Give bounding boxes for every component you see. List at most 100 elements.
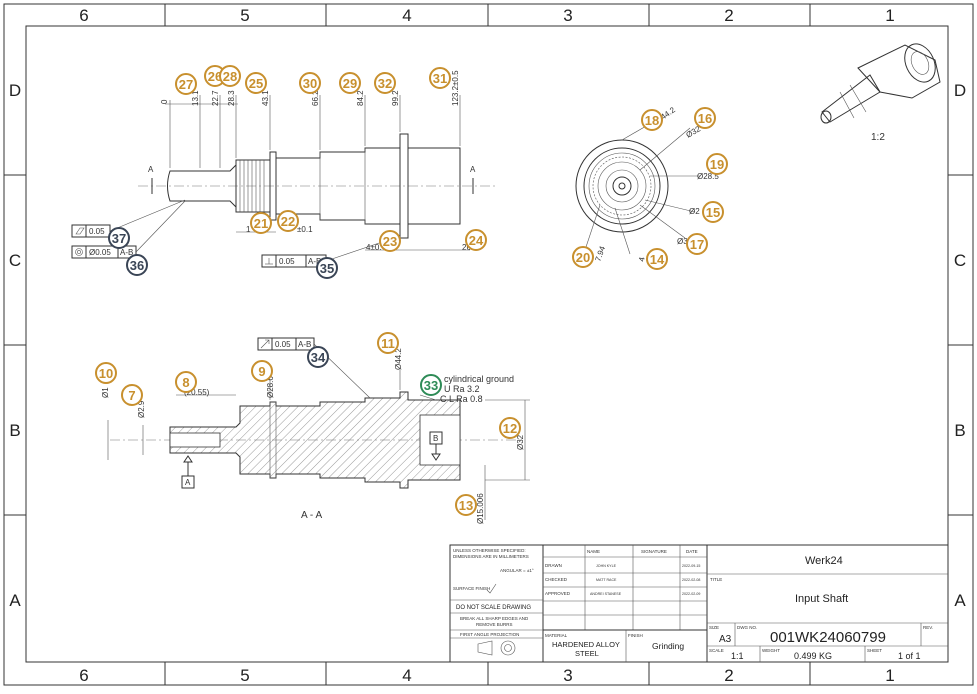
hdr-date: DATE <box>686 549 698 554</box>
balloon-number: 33 <box>424 378 438 393</box>
dim-text: Ø28.6 <box>266 376 275 398</box>
iso-view: 1:2 <box>820 43 941 143</box>
scale-value: 1:1 <box>731 651 744 661</box>
grid-col-label: 2 <box>724 666 733 685</box>
grid-col-label: 2 <box>724 6 733 25</box>
projection-symbol <box>477 640 493 656</box>
dim-text: Ø44.2 <box>394 348 403 370</box>
balloon-number: 34 <box>311 350 326 365</box>
balloon-number: 23 <box>383 234 397 249</box>
balloon-circle <box>251 360 273 382</box>
balloon-number: 24 <box>469 233 484 248</box>
grid-row-labels-left: D C B A <box>9 81 21 610</box>
dim-text: Ø1 <box>101 387 110 398</box>
dim-zero: 0 <box>160 99 169 104</box>
fcf-flat-value: 0.05 <box>89 227 105 236</box>
balloon-circle <box>299 72 321 94</box>
balloon-circle <box>126 254 148 276</box>
balloon-number: 32 <box>378 76 392 91</box>
fcf-runout-value: 0.05 <box>275 340 291 349</box>
balloon-number: 20 <box>576 250 590 265</box>
fcf-flatness: 0.05 <box>71 224 111 238</box>
balloon-circle <box>250 212 272 234</box>
dwg-label: DWG NO. <box>737 625 757 630</box>
grid-row-label: C <box>954 251 966 270</box>
weight-label: WEIGHT <box>762 648 780 653</box>
balloon-31: 31 <box>429 67 451 89</box>
weight-value: 0.499 KG <box>794 651 832 661</box>
balloon-36: 36 <box>126 254 148 276</box>
note-dims: DIMENSIONS ARE IN MILLIMETERS <box>453 554 529 559</box>
scale-label: SCALE <box>709 648 724 653</box>
company-name: Werk24 <box>805 555 843 567</box>
fcf-runout: 0.05 A-B <box>257 337 315 351</box>
iso-scale: 1:2 <box>871 132 885 143</box>
material-label: MATERIAL <box>545 633 568 638</box>
balloon-number: 25 <box>249 76 263 91</box>
finish-value: Grinding <box>652 641 684 651</box>
grid-row-label: B <box>954 421 965 440</box>
balloon-10: 10 <box>95 362 117 384</box>
balloon-17: 17 <box>686 233 708 255</box>
balloon-circle <box>686 233 708 255</box>
row-name: ANDREI STANESE <box>590 592 622 596</box>
balloon-number: 12 <box>503 421 517 436</box>
balloon-number: 35 <box>320 261 334 276</box>
balloon-circle <box>121 384 143 406</box>
row-date: 2022-09-15 <box>682 564 700 568</box>
balloon-circle <box>377 332 399 354</box>
dim-text: Ø3 <box>677 237 688 246</box>
balloon-circle <box>316 257 338 279</box>
balloon-circle <box>175 73 197 95</box>
balloon-circle <box>694 107 716 129</box>
grid-col-label: 3 <box>563 6 572 25</box>
row-role: APPROVED <box>545 591 571 596</box>
balloon-13: 13 <box>455 494 477 516</box>
surface-note-line3: C L Ra 0.8 <box>440 394 483 404</box>
finish-label: FINISH <box>628 633 643 638</box>
balloon-number: 36 <box>130 258 144 273</box>
balloon-number: 29 <box>343 76 357 91</box>
drawing-title: Input Shaft <box>795 593 848 605</box>
grid-col-labels-bottom: 6 5 4 3 2 1 <box>79 666 894 685</box>
note-break2: REMOVE BURRS <box>476 622 513 627</box>
grid-col-label: 1 <box>885 6 894 25</box>
note-break1: BREAK ALL SHARP EDGES AND <box>460 616 529 621</box>
size-label: SIZE <box>709 625 719 630</box>
balloon-number: 17 <box>690 237 704 252</box>
grid-row-label: A <box>9 591 21 610</box>
end-bore <box>419 414 461 466</box>
grid-row-label: A <box>954 591 966 610</box>
note-projection: FIRST ANGLE PROJECTION <box>460 632 519 637</box>
balloon-circle <box>706 153 728 175</box>
grid-row-label: D <box>954 81 966 100</box>
sheet-value: 1 of 1 <box>898 651 921 661</box>
dim-text: 28.3 <box>227 90 236 106</box>
balloon-circle <box>646 248 668 270</box>
section-label-a: A <box>470 165 476 174</box>
balloon-number: 7 <box>128 388 135 403</box>
balloon-number: 16 <box>698 111 712 126</box>
grid-col-labels-top: 6 5 4 3 2 1 <box>79 6 894 25</box>
balloon-9: 9 <box>251 360 273 382</box>
balloon-22: 22 <box>277 210 299 232</box>
shaft-end <box>407 147 461 225</box>
row-name: JOHN KYLE <box>596 564 617 568</box>
note-dnsd: DO NOT SCALE DRAWING <box>456 605 531 611</box>
dim-text: 84.2 <box>356 90 365 106</box>
section-label-a: A <box>148 165 154 174</box>
balloon-number: 14 <box>650 252 665 267</box>
grid-col-label: 6 <box>79 666 88 685</box>
balloon-circle <box>572 246 594 268</box>
section-view: A B 0.05 A-B cylindrical ground U Ra 3.2… <box>101 337 530 524</box>
dim-text: Ø28.5 <box>697 172 719 181</box>
dim-text: 22.7 <box>211 90 220 106</box>
surface-note-line2: U Ra 3.2 <box>444 384 480 394</box>
balloon-number: 15 <box>706 205 720 220</box>
hdr-name: NAME <box>587 549 600 554</box>
grid-col-label: 5 <box>240 6 249 25</box>
balloon-25: 25 <box>245 72 267 94</box>
row-role: DRAWN <box>545 563 562 568</box>
